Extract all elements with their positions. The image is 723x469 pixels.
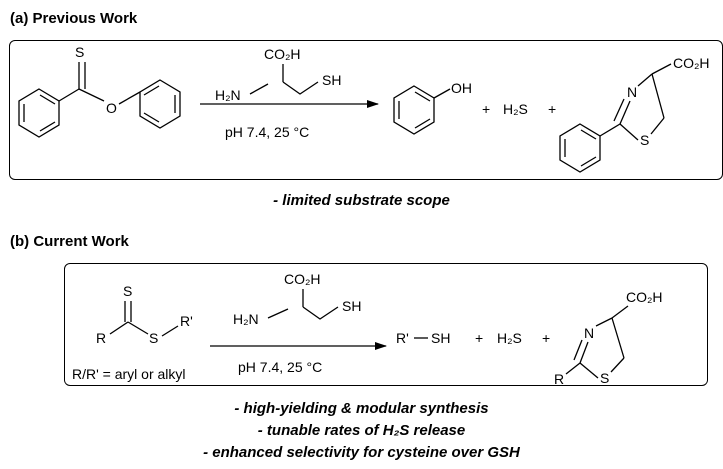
- scheme-a-box: [9, 40, 723, 180]
- svg-text:CO₂H: CO₂H: [626, 289, 663, 305]
- svg-text:CO₂H: CO₂H: [284, 271, 321, 287]
- substituent-note: R/R' = aryl or alkyl: [72, 366, 186, 382]
- svg-text:SH: SH: [342, 298, 361, 314]
- bond: [433, 88, 451, 99]
- phenyl-ring-left: [18, 88, 60, 138]
- note-b-1: - high-yielding & modular synthesis: [234, 400, 489, 417]
- thiazoline-b: CO₂H N S R: [554, 289, 663, 387]
- cysteine-reagent-a: CO₂H H₂N SH: [215, 46, 341, 103]
- svg-text:S: S: [149, 330, 158, 346]
- thiol-product-sh: SH: [431, 330, 450, 346]
- h2s-b: H₂S: [497, 330, 522, 346]
- note-b-3: - enhanced selectivity for cysteine over…: [203, 444, 520, 461]
- svg-text:H₂N: H₂N: [233, 311, 259, 327]
- condition-b: pH 7.4, 25 °C: [238, 359, 322, 375]
- condition-a: pH 7.4, 25 °C: [225, 124, 309, 140]
- note-a: - limited substrate scope: [273, 192, 450, 209]
- svg-text:SH: SH: [322, 72, 341, 88]
- section-b-header: (b) Current Work: [10, 233, 129, 250]
- atom-o: O: [106, 100, 117, 116]
- svg-text:CO₂H: CO₂H: [264, 46, 301, 62]
- svg-text:N: N: [627, 84, 637, 100]
- plus-a-2: +: [548, 101, 556, 117]
- phenol-oh: OH: [451, 80, 472, 96]
- bond: [118, 91, 141, 105]
- note-b-2: - tunable rates of H₂S release: [257, 422, 466, 439]
- h2s-a: H₂S: [503, 101, 528, 117]
- svg-text:S: S: [600, 370, 609, 386]
- plus-b-2: +: [542, 330, 550, 346]
- dithioester: S R S R': [96, 283, 193, 346]
- plus-b-1: +: [475, 330, 483, 346]
- svg-text:S: S: [640, 132, 649, 148]
- cysteine-reagent-b: CO₂H H₂N SH: [233, 271, 361, 327]
- scheme-b-box: [64, 263, 708, 386]
- svg-text:R: R: [96, 330, 106, 346]
- svg-text:H₂N: H₂N: [215, 87, 241, 103]
- atom-s: S: [75, 44, 84, 60]
- phenyl-ring-right: [139, 79, 181, 129]
- svg-text:N: N: [584, 325, 594, 341]
- svg-text:CO₂H: CO₂H: [673, 55, 710, 71]
- bond: [78, 88, 105, 102]
- phenol-ring: [393, 85, 435, 135]
- svg-text:R: R: [554, 371, 564, 387]
- bond: [58, 88, 80, 102]
- thiol-product-r: R': [396, 330, 409, 346]
- section-a-header: (a) Previous Work: [10, 10, 138, 27]
- plus-a-1: +: [482, 101, 490, 117]
- svg-text:S: S: [123, 283, 132, 299]
- svg-text:R': R': [180, 313, 193, 329]
- thiazoline-a: CO₂H N S: [559, 55, 710, 173]
